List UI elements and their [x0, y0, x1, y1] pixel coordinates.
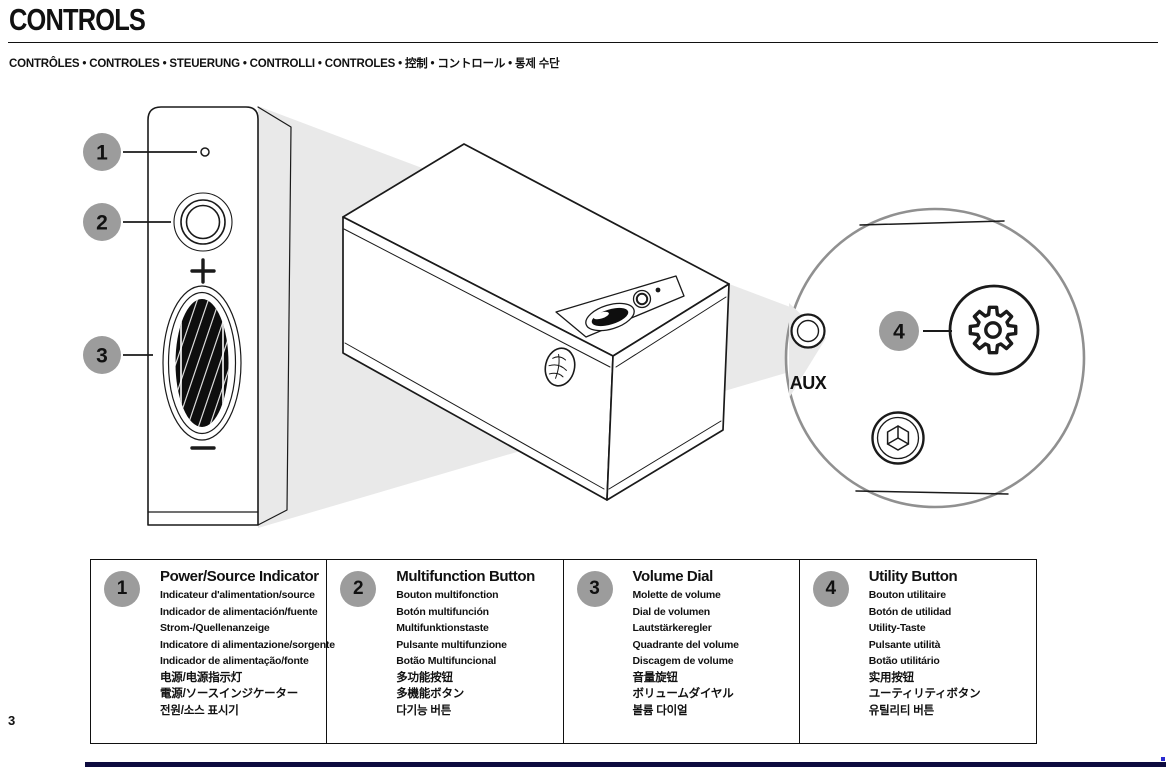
legend-translation: Botón multifunción	[396, 605, 489, 618]
legend-number-badge: 2	[340, 571, 377, 607]
legend-translation: 多機能ボタン	[396, 688, 465, 700]
legend-title: Utility Button	[868, 568, 958, 585]
legend-table: 1 Power/Source Indicator Indicateur d'al…	[90, 559, 1037, 744]
plus-icon	[190, 258, 216, 284]
legend-title: Volume Dial	[632, 568, 714, 585]
page-subtitle-translations: CONTRÔLES • CONTROLES • STEUERUNG • CONT…	[9, 58, 560, 70]
legend-translation: 전원/소스 표시기	[160, 704, 239, 717]
speaker-right-face	[606, 283, 730, 501]
svg-text:4: 4	[893, 321, 905, 344]
legend-translation: Botão utilitário	[868, 655, 940, 667]
legend-translation: ボリュームダイヤル	[632, 688, 734, 700]
cube-button	[871, 411, 925, 465]
legend-title: Power/Source Indicator	[160, 568, 319, 585]
legend-translation: 다기능 버튼	[396, 704, 452, 717]
legend-translation: Molette de volume	[632, 589, 721, 601]
legend-translation: Botão Multifuncional	[396, 655, 497, 667]
aux-label: AUX	[790, 373, 827, 393]
legend-number-badge: 4	[812, 571, 849, 607]
footer-bar	[85, 762, 1166, 767]
legend-title: Multifunction Button	[396, 568, 535, 585]
svg-text:1: 1	[96, 142, 108, 165]
legend-translation: 電源/ソースインジケーター	[160, 688, 299, 700]
top-led-icon	[655, 287, 661, 293]
callout-2: 2	[83, 203, 171, 241]
svg-text:3: 3	[96, 345, 108, 368]
page-title: CONTROLS	[9, 2, 146, 37]
callout-4: 4	[879, 311, 952, 351]
led-indicator-icon	[200, 147, 210, 157]
legend-translation: Bouton utilitaire	[868, 589, 946, 601]
legend-translation: Indicateur d'alimentation/source	[160, 589, 315, 601]
footer-accent-dot	[1161, 757, 1165, 761]
top-control-recess	[555, 275, 685, 338]
legend-translation: 볼륨 다이얼	[632, 704, 688, 717]
panel-detail-view	[147, 106, 292, 526]
callouts-left: 1 2 3	[83, 133, 197, 374]
legend-translation: 电源/电源指示灯	[160, 671, 243, 684]
multifunction-button-icon	[173, 192, 233, 252]
header-divider	[8, 42, 1158, 43]
legend-translation: 音量旋钮	[632, 671, 678, 684]
legend-translation: Indicador de alimentación/fuente	[160, 605, 318, 618]
speaker-illustration	[342, 143, 730, 501]
legend-translation: Pulsante utilità	[868, 638, 941, 651]
legend-number-badge: 1	[104, 571, 140, 607]
aux-jack-icon	[790, 313, 826, 349]
legend-item-power-source-indicator: 1 Power/Source Indicator Indicateur d'al…	[91, 560, 335, 743]
legend-item-multifunction-button: 2 Multifunction Button Bouton multifonct…	[327, 560, 564, 743]
callout-3: 3	[83, 336, 153, 374]
legend-translation: Bouton multifonction	[396, 589, 499, 601]
legend-translation: ユーティリティボタン	[868, 688, 981, 700]
legend-item-utility-button: 4 Utility Button Bouton utilitaire Botón…	[800, 560, 1036, 743]
legend-translation: Indicatore di alimentazione/sorgente	[160, 638, 335, 651]
legend-translation: Multifunktionstaste	[396, 622, 489, 634]
legend-translation: Dial de volumen	[632, 605, 711, 618]
gear-icon	[968, 305, 1018, 355]
brand-badge-icon	[544, 347, 576, 387]
legend-item-volume-dial: 3 Volume Dial Molette de volume Dial de …	[564, 560, 800, 743]
legend-translation: Indicador de alimentação/fonte	[160, 655, 309, 667]
legend-translation: Utility-Taste	[868, 622, 926, 634]
cube-icon	[886, 425, 910, 451]
callout-1: 1	[83, 133, 197, 171]
legend-translation: Botón de utilidad	[868, 605, 952, 618]
legend-translation: 实用按钮	[868, 671, 914, 684]
legend-translation: Lautstärkeregler	[632, 622, 712, 634]
top-volume-dial-icon	[585, 302, 635, 332]
utility-button	[948, 284, 1040, 376]
legend-number-badge: 3	[576, 571, 613, 607]
page-number: 3	[8, 713, 16, 728]
legend-translation: 多功能按钮	[396, 671, 453, 684]
legend-translation: Discagem de volume	[632, 655, 734, 667]
legend-translation: 유틸리티 버튼	[868, 704, 935, 717]
legend-translation: Quadrante del volume	[632, 638, 739, 651]
svg-text:2: 2	[96, 212, 108, 235]
legend-translation: Strom-/Quellenanzeige	[160, 622, 270, 634]
magnifier-circle: AUX 4	[784, 207, 1086, 509]
legend-translation: Pulsante multifunzione	[396, 638, 507, 651]
